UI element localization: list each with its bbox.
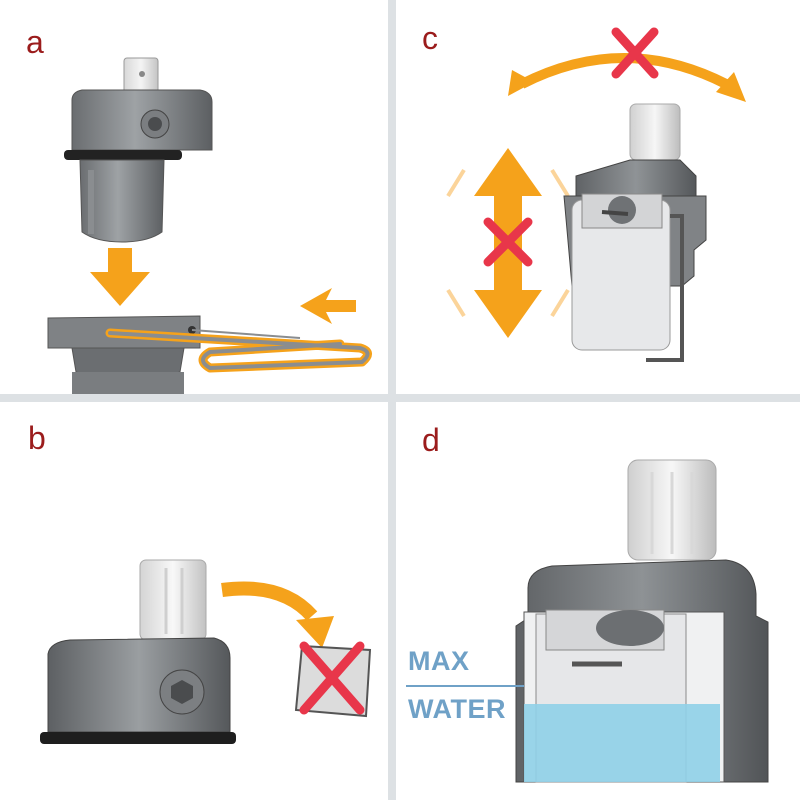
water-label: WATER	[408, 694, 506, 724]
air-vent-valve	[40, 559, 236, 744]
curved-arrow-icon	[221, 581, 334, 648]
panel-b: b	[0, 402, 388, 800]
panel-c-label: c	[422, 20, 438, 56]
panel-b-illustration	[40, 559, 372, 744]
panel-c-illustration	[446, 27, 746, 362]
down-arrow-icon	[90, 248, 150, 306]
panel-d-label: d	[422, 422, 440, 458]
cross-icon	[299, 641, 365, 715]
panel-c: c	[396, 0, 800, 394]
max-label: MAX	[408, 646, 470, 676]
panel-d: d MAX WATER	[396, 402, 800, 800]
rotation-arrow-icon	[508, 53, 746, 102]
valve-base	[47, 315, 201, 394]
air-vent-valve	[64, 57, 213, 243]
air-vent-valve-section	[515, 459, 769, 783]
panel-a-illustration	[47, 57, 372, 394]
panel-a-label: a	[26, 24, 44, 60]
left-arrow-icon	[300, 288, 356, 324]
panel-d-illustration	[406, 459, 769, 783]
panel-b-label: b	[28, 420, 46, 456]
water-level	[524, 704, 720, 782]
retaining-clip	[105, 328, 372, 373]
cross-icon	[611, 27, 659, 79]
panel-a: a	[0, 0, 388, 394]
cross-icon	[483, 217, 533, 267]
air-vent-valve	[563, 103, 707, 362]
horizontal-divider	[0, 394, 800, 402]
